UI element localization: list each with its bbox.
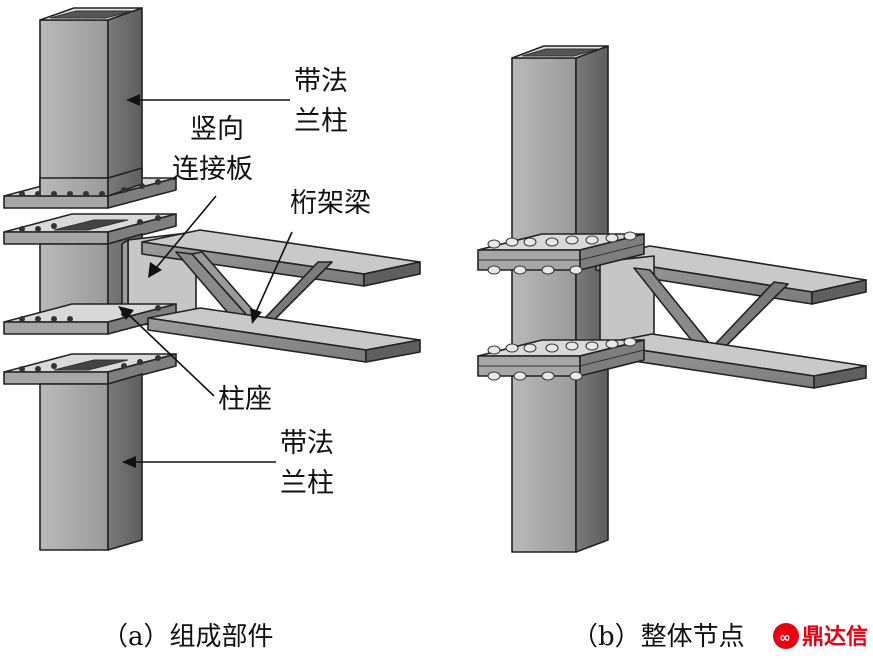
leader-bottom-column (122, 456, 276, 468)
caption-a: （a）组成部件 (102, 622, 274, 652)
exploded-components: 带法 兰柱 竖向 连接板 桁架梁 柱座 带法 兰柱 (3, 7, 421, 551)
watermark-logo-icon (773, 623, 799, 649)
label-bottom-column-line2: 兰柱 (280, 468, 334, 499)
top-flange-column (3, 7, 177, 209)
bottom-flange-bolt-holes (19, 355, 161, 372)
top-flange-bolt-holes (19, 179, 161, 197)
label-vertical-plate-line1: 竖向 (190, 114, 244, 145)
bottom-flange-column (3, 353, 177, 551)
upper-bolted-flange (477, 233, 645, 271)
lower-bolts (487, 337, 637, 381)
watermark-logo: ∞ 鼎达信 (773, 623, 868, 650)
leader-top-column (126, 94, 290, 106)
lower-bolted-flange (477, 339, 645, 377)
label-top-column-line2: 兰柱 (294, 106, 348, 137)
truss-beam-b (595, 245, 867, 389)
label-top-column-line1: 带法 (294, 66, 348, 97)
label-truss-beam: 桁架梁 (290, 188, 371, 219)
label-column-seat: 柱座 (218, 384, 272, 415)
label-bottom-column-line1: 带法 (280, 428, 334, 459)
caption-b: （b）整体节点 (572, 622, 745, 652)
leader-column-seat (118, 306, 215, 397)
leader-vertical-plate (148, 195, 217, 278)
watermark-text: 鼎达信 (802, 624, 868, 650)
leader-truss-beam (250, 231, 293, 324)
watermark-logo-mark: ∞ (779, 630, 791, 646)
label-vertical-plate-line2: 连接板 (172, 154, 253, 185)
assembled-joint (477, 45, 867, 553)
upper-bolts (487, 231, 637, 275)
